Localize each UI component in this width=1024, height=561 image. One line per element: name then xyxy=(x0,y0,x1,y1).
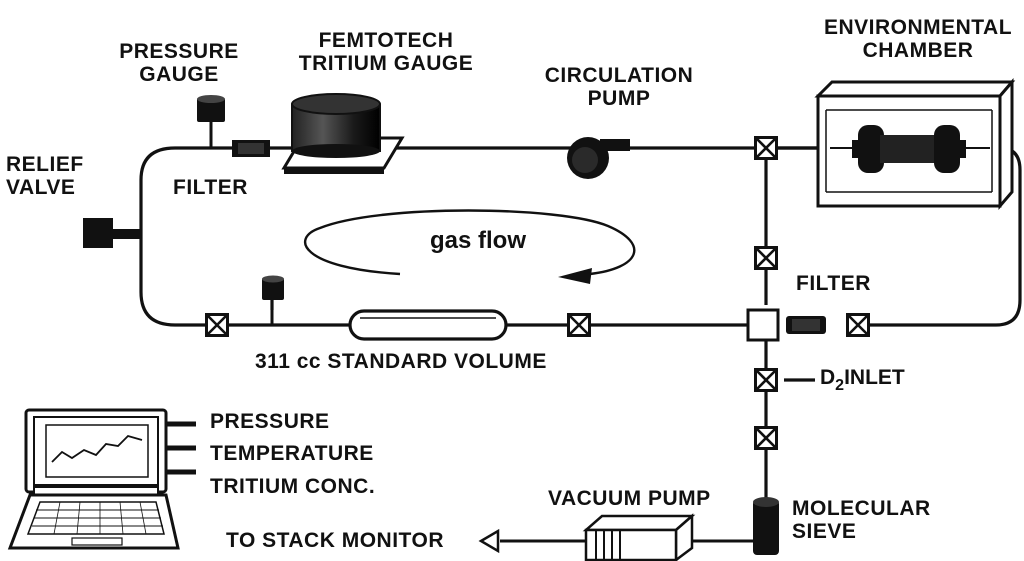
femtotech-label-line1: FEMTOTECH xyxy=(318,29,454,52)
environmental-chamber-label-line1: ENVIRONMENTAL xyxy=(823,16,1013,39)
circulation-pump-label-line1: CIRCULATION xyxy=(544,64,694,87)
molecular-sieve-label-line2: SIEVE xyxy=(792,520,857,543)
environmental-chamber-label-line2: CHAMBER xyxy=(862,39,974,62)
d2-inlet-text: INLET xyxy=(844,366,905,389)
filter-right-icon xyxy=(786,316,826,334)
pressure-gauge-top xyxy=(197,95,225,148)
circulation-pump-label: CIRCULATION PUMP xyxy=(528,64,710,110)
valve-lower-icon xyxy=(754,426,778,450)
molecular-sieve-label: MOLECULAR SIEVE xyxy=(792,497,931,543)
molecular-sieve-label-line1: MOLECULAR xyxy=(792,497,931,520)
valve-d2-inlet-icon xyxy=(754,368,778,392)
molecular-sieve-icon xyxy=(753,497,779,555)
valve-bottom-right-icon xyxy=(846,313,870,337)
relief-valve-label-line2: VALVE xyxy=(6,176,76,199)
valve-bottom-left-icon xyxy=(205,313,229,337)
stack-monitor-label: TO STACK MONITOR xyxy=(226,529,444,552)
environmental-chamber-label: ENVIRONMENTAL CHAMBER xyxy=(818,16,1018,62)
tritium-conc-output-label: TRITIUM CONC. xyxy=(210,475,376,498)
laptop-icon xyxy=(7,408,196,550)
filter-top-icon xyxy=(232,140,270,157)
d2-inlet-label: D2INLET xyxy=(820,366,905,395)
filter-left-label: FILTER xyxy=(173,176,248,199)
gas-flow-label: gas flow xyxy=(430,227,527,254)
standard-volume-label: 311 cc STANDARD VOLUME xyxy=(255,350,547,373)
pressure-gauge-label: PRESSURE GAUGE xyxy=(104,40,254,86)
junction-box xyxy=(746,308,780,342)
standard-volume-vessel xyxy=(348,309,508,341)
temperature-output-label: TEMPERATURE xyxy=(210,442,374,465)
valve-junction-top-icon xyxy=(754,136,778,160)
d2-subscript: 2 xyxy=(835,377,845,394)
femtotech-label: FEMTOTECH TRITIUM GAUGE xyxy=(270,29,502,75)
pressure-gauge-bottom xyxy=(262,275,284,325)
d2-letter: D xyxy=(820,366,836,389)
gas-flow-arrow xyxy=(303,209,636,284)
valve-vertical-mid-icon xyxy=(754,246,778,270)
circulation-pump-icon xyxy=(567,137,630,179)
vacuum-pump-label: VACUUM PUMP xyxy=(548,487,711,510)
relief-valve-label: RELIEF VALVE xyxy=(6,153,84,199)
pressure-output-label: PRESSURE xyxy=(210,410,330,433)
stack-monitor-arrow-icon xyxy=(478,528,500,554)
femtotech-label-line2: TRITIUM GAUGE xyxy=(298,52,474,75)
environmental-chamber-icon xyxy=(814,77,1016,211)
pressure-gauge-label-line2: GAUGE xyxy=(139,63,219,86)
valve-bottom-mid-icon xyxy=(567,313,591,337)
circulation-pump-label-line2: PUMP xyxy=(587,87,651,110)
pressure-gauge-label-line1: PRESSURE xyxy=(119,40,239,63)
femtotech-tritium-gauge-icon xyxy=(281,93,405,174)
relief-valve-icon xyxy=(83,218,142,248)
relief-valve-label-line1: RELIEF xyxy=(6,153,84,176)
vacuum-pump-icon xyxy=(582,513,696,561)
filter-right-label: FILTER xyxy=(796,272,871,295)
